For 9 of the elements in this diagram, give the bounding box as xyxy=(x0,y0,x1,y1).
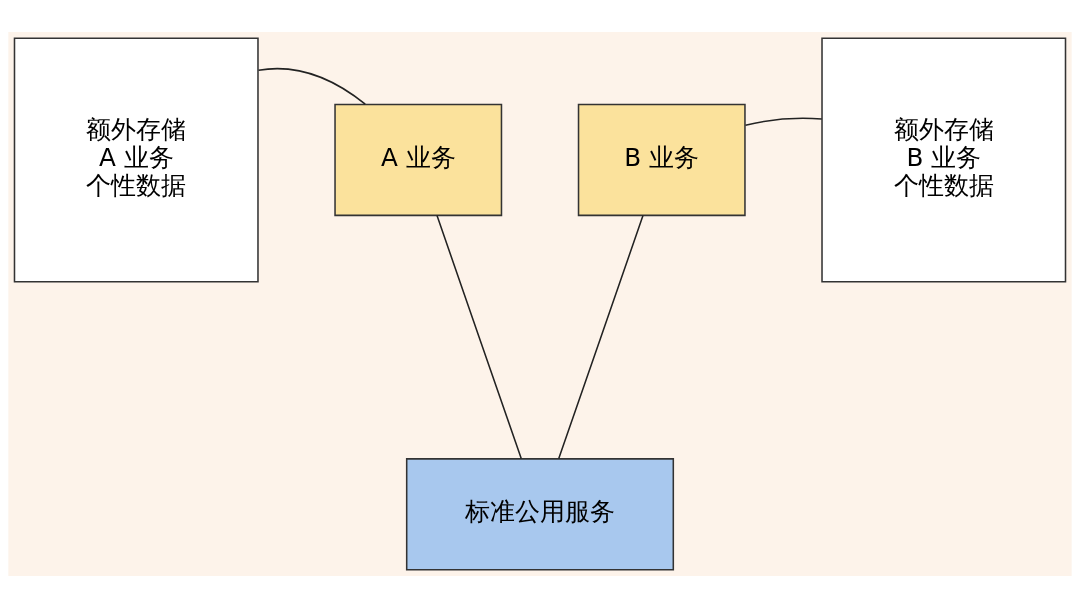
node-box: 标准公用服务 xyxy=(405,457,675,571)
connector xyxy=(257,67,366,105)
connector xyxy=(744,117,823,126)
node-box: 额外存储 A 业务 个性数据 xyxy=(13,36,259,282)
node-box: B 业务 xyxy=(577,103,746,216)
connector xyxy=(558,214,644,459)
node-box: 额外存储 B 业务 个性数据 xyxy=(821,36,1067,282)
node-box: A 业务 xyxy=(334,103,503,216)
connector xyxy=(436,214,522,459)
